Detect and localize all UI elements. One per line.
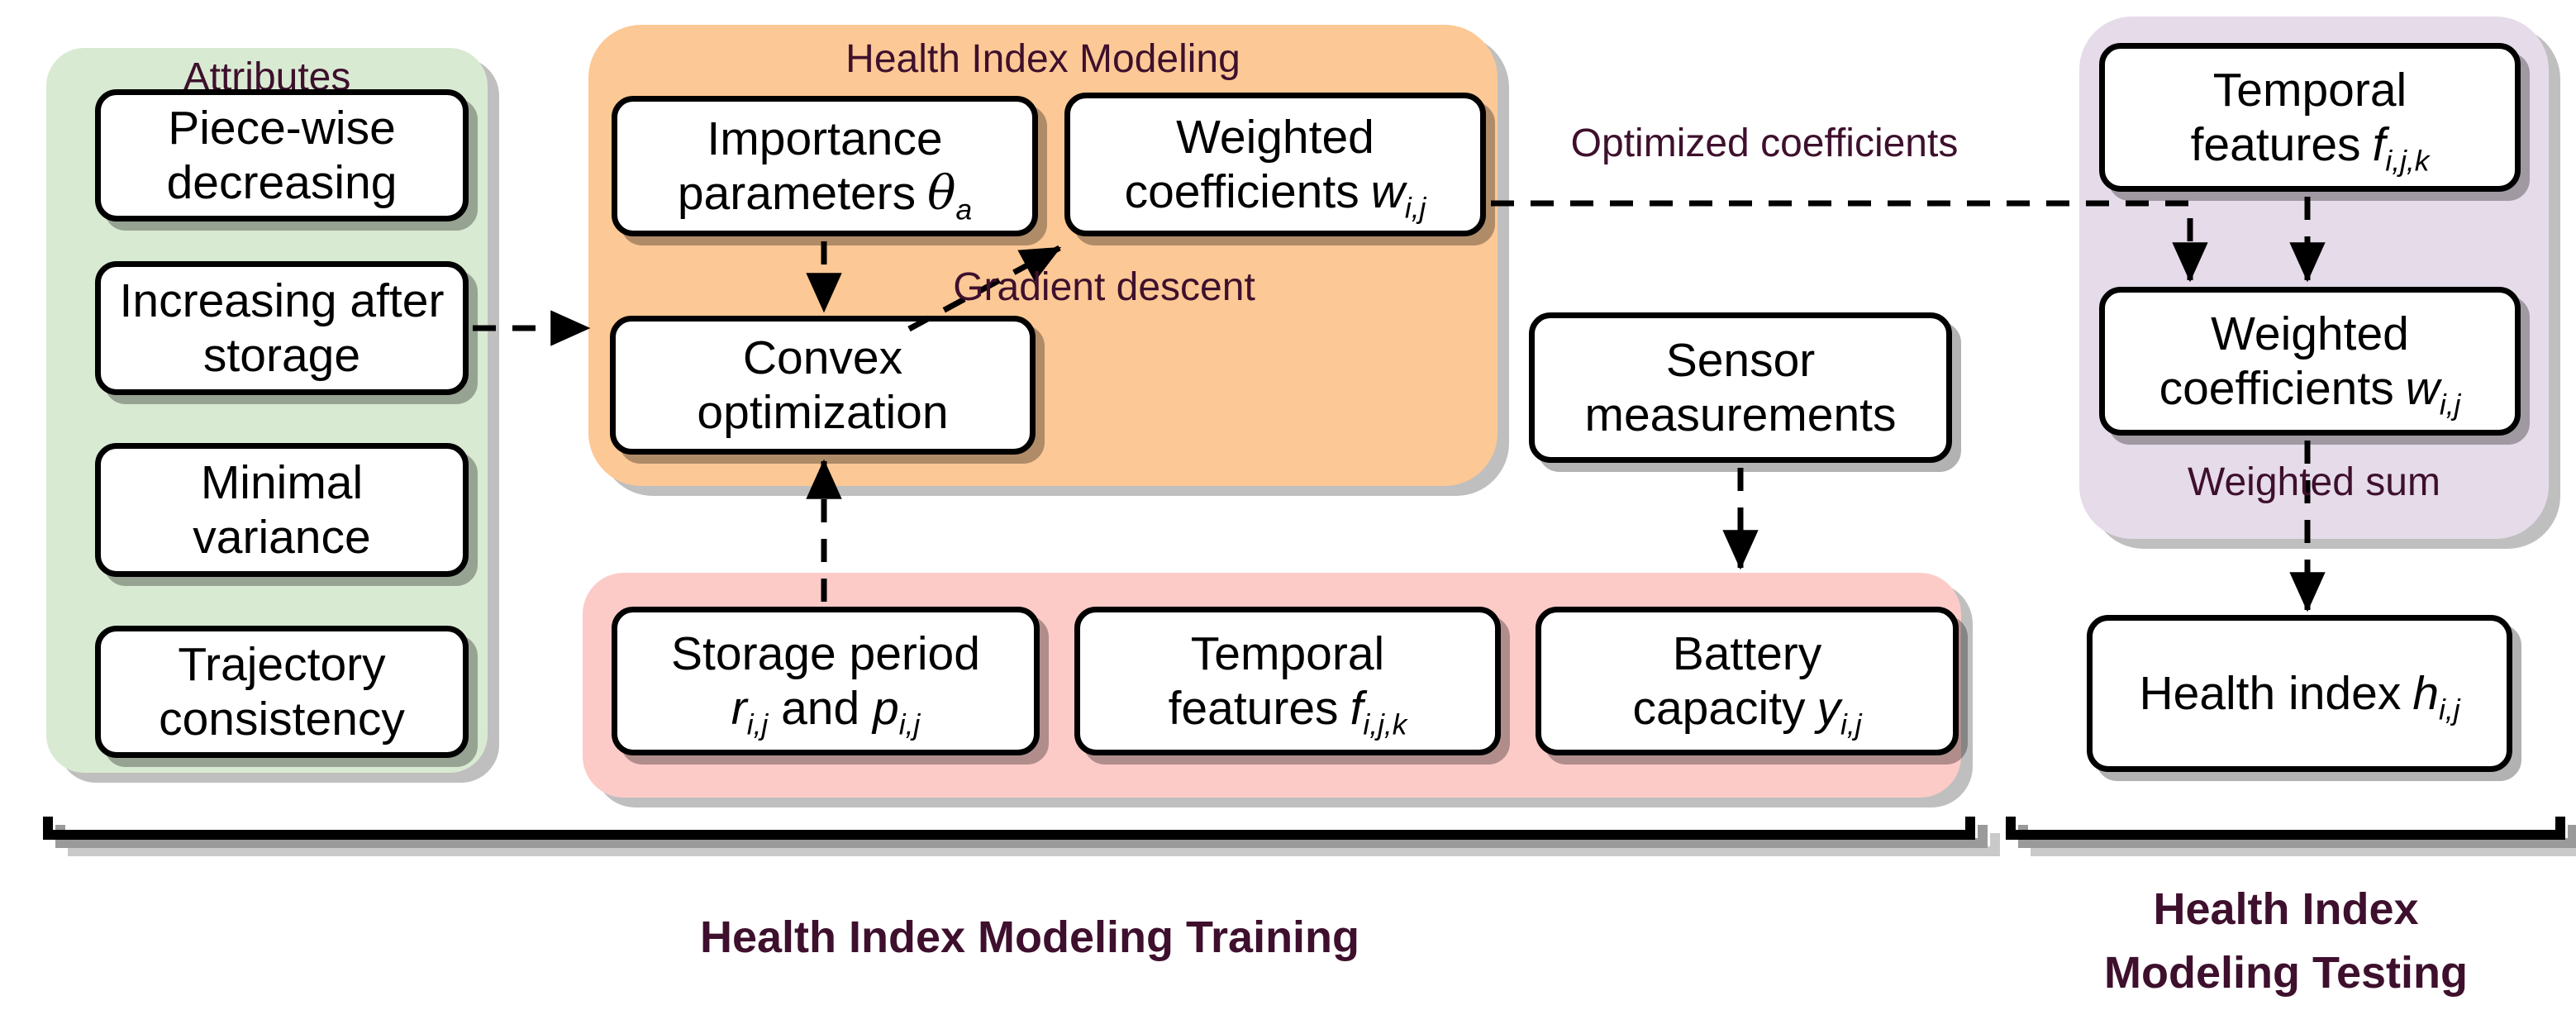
testing-footer-label: Health Index Modeling Testing	[2104, 884, 2468, 998]
health-index-modeling-panel-title: Health Index Modeling	[845, 37, 1240, 81]
testing-brace-shadow-dark	[2018, 825, 2576, 848]
gradient-descent-label: Gradient descent	[953, 265, 1255, 309]
training-brace-shadow-light	[68, 833, 2000, 856]
weighted-sum-label: Weighted sum	[2188, 460, 2440, 504]
testing-brace	[2006, 817, 2565, 840]
testing-brace-shadow-light	[2031, 833, 2576, 856]
training-brace	[43, 817, 1975, 840]
training-brace-shadow-dark	[55, 825, 1988, 848]
optimized-coefficients-label: Optimized coefficients	[1570, 121, 1959, 165]
training-footer-label: Health Index Modeling Training	[699, 912, 1360, 962]
